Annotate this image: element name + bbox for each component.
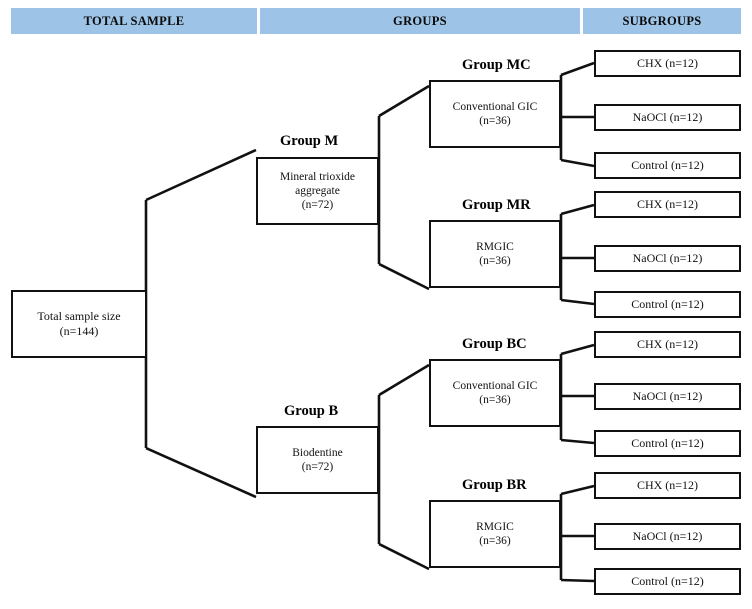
- label-group-mr: Group MR: [462, 197, 531, 213]
- box-bc-subgroup-control[interactable]: Control (n=12): [594, 430, 741, 457]
- box-group-bc-line1: Conventional GIC: [452, 379, 538, 392]
- connector-root-to-group-b: [145, 446, 257, 499]
- label-group-b: Group B: [284, 403, 339, 419]
- box-group-bc-line2: (n=36): [479, 394, 511, 406]
- box-br-subgroup-control-label: Control (n=12): [631, 574, 704, 589]
- connector-mr-to-chx: [560, 203, 595, 216]
- box-total-sample-line1: Total sample size: [37, 309, 121, 324]
- label-group-bc: Group BC: [462, 336, 527, 352]
- box-group-mr-line2: (n=36): [479, 255, 511, 267]
- box-group-br-line2: (n=36): [479, 535, 511, 547]
- box-bc-subgroup-chx-label: CHX (n=12): [636, 337, 699, 352]
- box-bc-subgroup-control-label: Control (n=12): [631, 436, 704, 451]
- box-br-subgroup-naocl-label: NaOCl (n=12): [632, 529, 703, 544]
- connector-mc-to-control: [560, 158, 595, 168]
- box-group-mc[interactable]: Conventional GIC (n=36): [429, 80, 561, 148]
- connector-br-to-control: [560, 578, 595, 583]
- box-group-br[interactable]: RMGIC (n=36): [429, 500, 561, 568]
- box-bc-subgroup-naocl-label: NaOCl (n=12): [632, 389, 703, 404]
- label-group-br: Group BR: [462, 477, 527, 493]
- box-group-m-line1: Mineral trioxide: [279, 170, 356, 183]
- box-mc-subgroup-control-label: Control (n=12): [631, 158, 704, 173]
- box-mr-subgroup-naocl[interactable]: NaOCl (n=12): [594, 245, 741, 272]
- box-group-b[interactable]: Biodentine (n=72): [256, 426, 379, 494]
- header-band-groups-label: GROUPS: [393, 13, 447, 28]
- connector-group-m-to-mc: [378, 84, 430, 118]
- box-group-bc[interactable]: Conventional GIC (n=36): [429, 359, 561, 427]
- box-group-mc-line2: (n=36): [479, 115, 511, 127]
- box-group-b-line2: (n=72): [301, 461, 334, 473]
- box-br-subgroup-chx[interactable]: CHX (n=12): [594, 472, 741, 499]
- box-group-m-line2: aggregate: [295, 184, 340, 197]
- connector-mr-to-control: [560, 298, 595, 306]
- box-group-b-line1: Biodentine: [292, 446, 343, 459]
- box-mc-subgroup-naocl[interactable]: NaOCl (n=12): [594, 104, 741, 131]
- box-mr-subgroup-control-label: Control (n=12): [631, 297, 704, 312]
- box-group-mr-line1: RMGIC: [476, 240, 514, 253]
- box-br-subgroup-control[interactable]: Control (n=12): [594, 568, 741, 595]
- box-total-sample[interactable]: Total sample size (n=144): [11, 290, 147, 358]
- box-mr-subgroup-naocl-label: NaOCl (n=12): [632, 251, 703, 266]
- connector-group-b-to-bc: [378, 363, 430, 397]
- header-band-subgroups-label: SUBGROUPS: [622, 13, 702, 28]
- connector-br-to-chx: [560, 484, 595, 496]
- header-band-subgroups: SUBGROUPS: [583, 8, 741, 34]
- box-total-sample-line2: (n=144): [59, 324, 99, 338]
- header-band-total-sample: TOTAL SAMPLE: [11, 8, 257, 34]
- connector-mc-to-chx: [560, 61, 595, 77]
- box-br-subgroup-chx-label: CHX (n=12): [636, 478, 699, 493]
- box-mr-subgroup-control[interactable]: Control (n=12): [594, 291, 741, 318]
- connector-group-b-to-br: [378, 542, 430, 571]
- box-group-m[interactable]: Mineral trioxide aggregate (n=72): [256, 157, 379, 225]
- connector-group-m-to-mr: [378, 262, 430, 291]
- box-bc-subgroup-chx[interactable]: CHX (n=12): [594, 331, 741, 358]
- connector-root-to-group-m: [145, 148, 257, 202]
- box-group-mr[interactable]: RMGIC (n=36): [429, 220, 561, 288]
- header-band-total-sample-label: TOTAL SAMPLE: [83, 13, 185, 28]
- box-mr-subgroup-chx-label: CHX (n=12): [636, 197, 699, 212]
- label-group-m: Group M: [280, 133, 339, 149]
- connector-bc-to-control: [560, 438, 595, 445]
- box-mr-subgroup-chx[interactable]: CHX (n=12): [594, 191, 741, 218]
- box-group-br-line1: RMGIC: [476, 520, 514, 533]
- header-band-groups: GROUPS: [260, 8, 580, 34]
- box-group-mc-line1: Conventional GIC: [452, 100, 538, 113]
- box-bc-subgroup-naocl[interactable]: NaOCl (n=12): [594, 383, 741, 410]
- label-group-mc: Group MC: [462, 57, 531, 73]
- box-mc-subgroup-naocl-label: NaOCl (n=12): [632, 110, 703, 125]
- box-mc-subgroup-control[interactable]: Control (n=12): [594, 152, 741, 179]
- box-br-subgroup-naocl[interactable]: NaOCl (n=12): [594, 523, 741, 550]
- box-group-m-line3: (n=72): [301, 199, 334, 212]
- box-mc-subgroup-chx[interactable]: CHX (n=12): [594, 50, 741, 77]
- connector-bc-to-chx: [560, 343, 595, 356]
- box-mc-subgroup-chx-label: CHX (n=12): [636, 56, 699, 71]
